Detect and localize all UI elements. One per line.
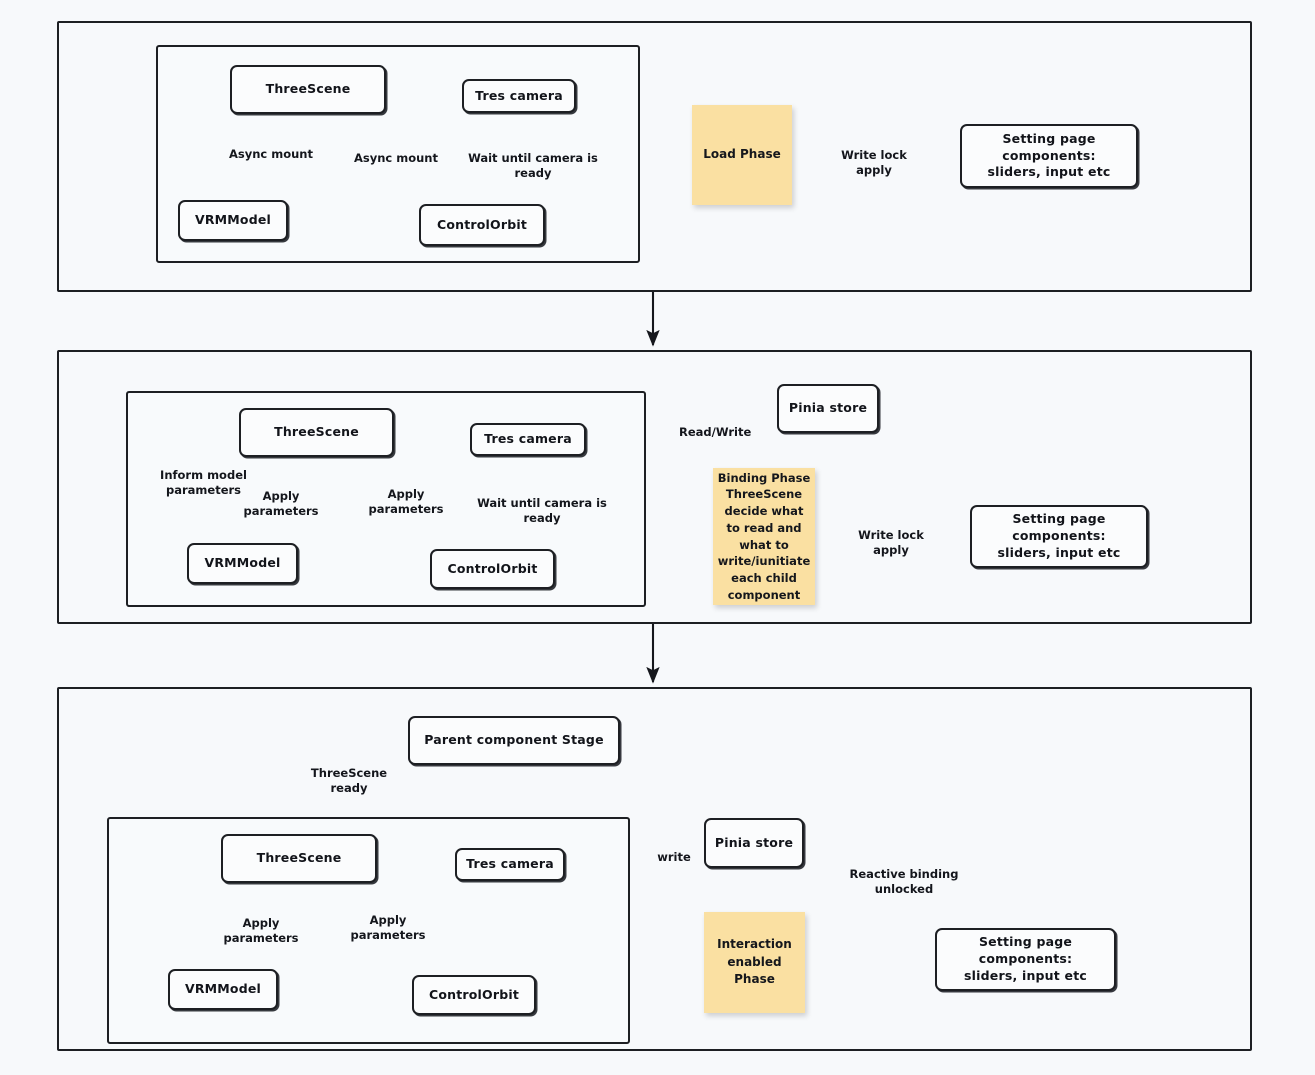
label-apply-parameters-left-p3: Apply parameters (223, 916, 299, 945)
label-wait-camera-p1: Wait until camera is ready (468, 151, 598, 180)
node-tres-camera-p3[interactable]: Tres camera (455, 848, 565, 881)
node-pinia-store-p3[interactable]: Pinia store (704, 818, 804, 868)
node-threescene-p2[interactable]: ThreeScene (239, 408, 394, 457)
node-tres-camera-p1[interactable]: Tres camera (462, 79, 576, 113)
label-apply-parameters-left-p2: Apply parameters (243, 489, 319, 518)
node-tres-camera-p2[interactable]: Tres camera (470, 423, 586, 456)
node-vrmmodel-p3[interactable]: VRMModel (168, 969, 278, 1010)
node-settings-components-p1[interactable]: Setting page components: sliders, input … (960, 124, 1138, 188)
node-controlorbit-p3[interactable]: ControlOrbit (412, 975, 536, 1015)
node-controlorbit-p1[interactable]: ControlOrbit (419, 204, 545, 246)
label-async-mount-left-p1: Async mount (228, 147, 313, 161)
label-read-write-p2: Read/Write (679, 425, 752, 440)
node-parent-component-stage-p3[interactable]: Parent component Stage (408, 716, 620, 765)
node-vrmmodel-p2[interactable]: VRMModel (187, 543, 298, 584)
node-threescene-p1[interactable]: ThreeScene (230, 65, 386, 114)
label-wait-camera-p2: Wait until camera is ready (477, 496, 607, 525)
label-threescene-ready-p3: ThreeScene ready (310, 766, 388, 795)
node-pinia-store-p2[interactable]: Pinia store (777, 384, 879, 433)
node-vrmmodel-p1[interactable]: VRMModel (178, 200, 288, 241)
label-inform-model-parameters-p2: Inform model parameters (160, 468, 247, 497)
label-write-p3: write (656, 850, 692, 865)
label-apply-parameters-right-p2: Apply parameters (368, 487, 444, 516)
label-apply-parameters-right-p3: Apply parameters (350, 913, 426, 942)
sticky-interaction-enabled-phase: Interaction enabled Phase (704, 912, 805, 1013)
sticky-load-phase: Load Phase (692, 105, 792, 205)
label-write-lock-apply-p2: Write lock apply (843, 528, 939, 558)
node-controlorbit-p2[interactable]: ControlOrbit (430, 549, 555, 589)
label-write-lock-apply-p1: Write lock apply (826, 148, 922, 178)
label-reactive-binding-unlocked-p3: Reactive binding unlocked (828, 867, 980, 897)
sticky-binding-phase: Binding Phase ThreeScene decide what to … (713, 468, 815, 605)
node-threescene-p3[interactable]: ThreeScene (221, 834, 377, 883)
node-settings-components-p3[interactable]: Setting page components: sliders, input … (935, 928, 1116, 991)
node-settings-components-p2[interactable]: Setting page components: sliders, input … (970, 505, 1148, 568)
label-async-mount-right-p1: Async mount (353, 151, 438, 165)
